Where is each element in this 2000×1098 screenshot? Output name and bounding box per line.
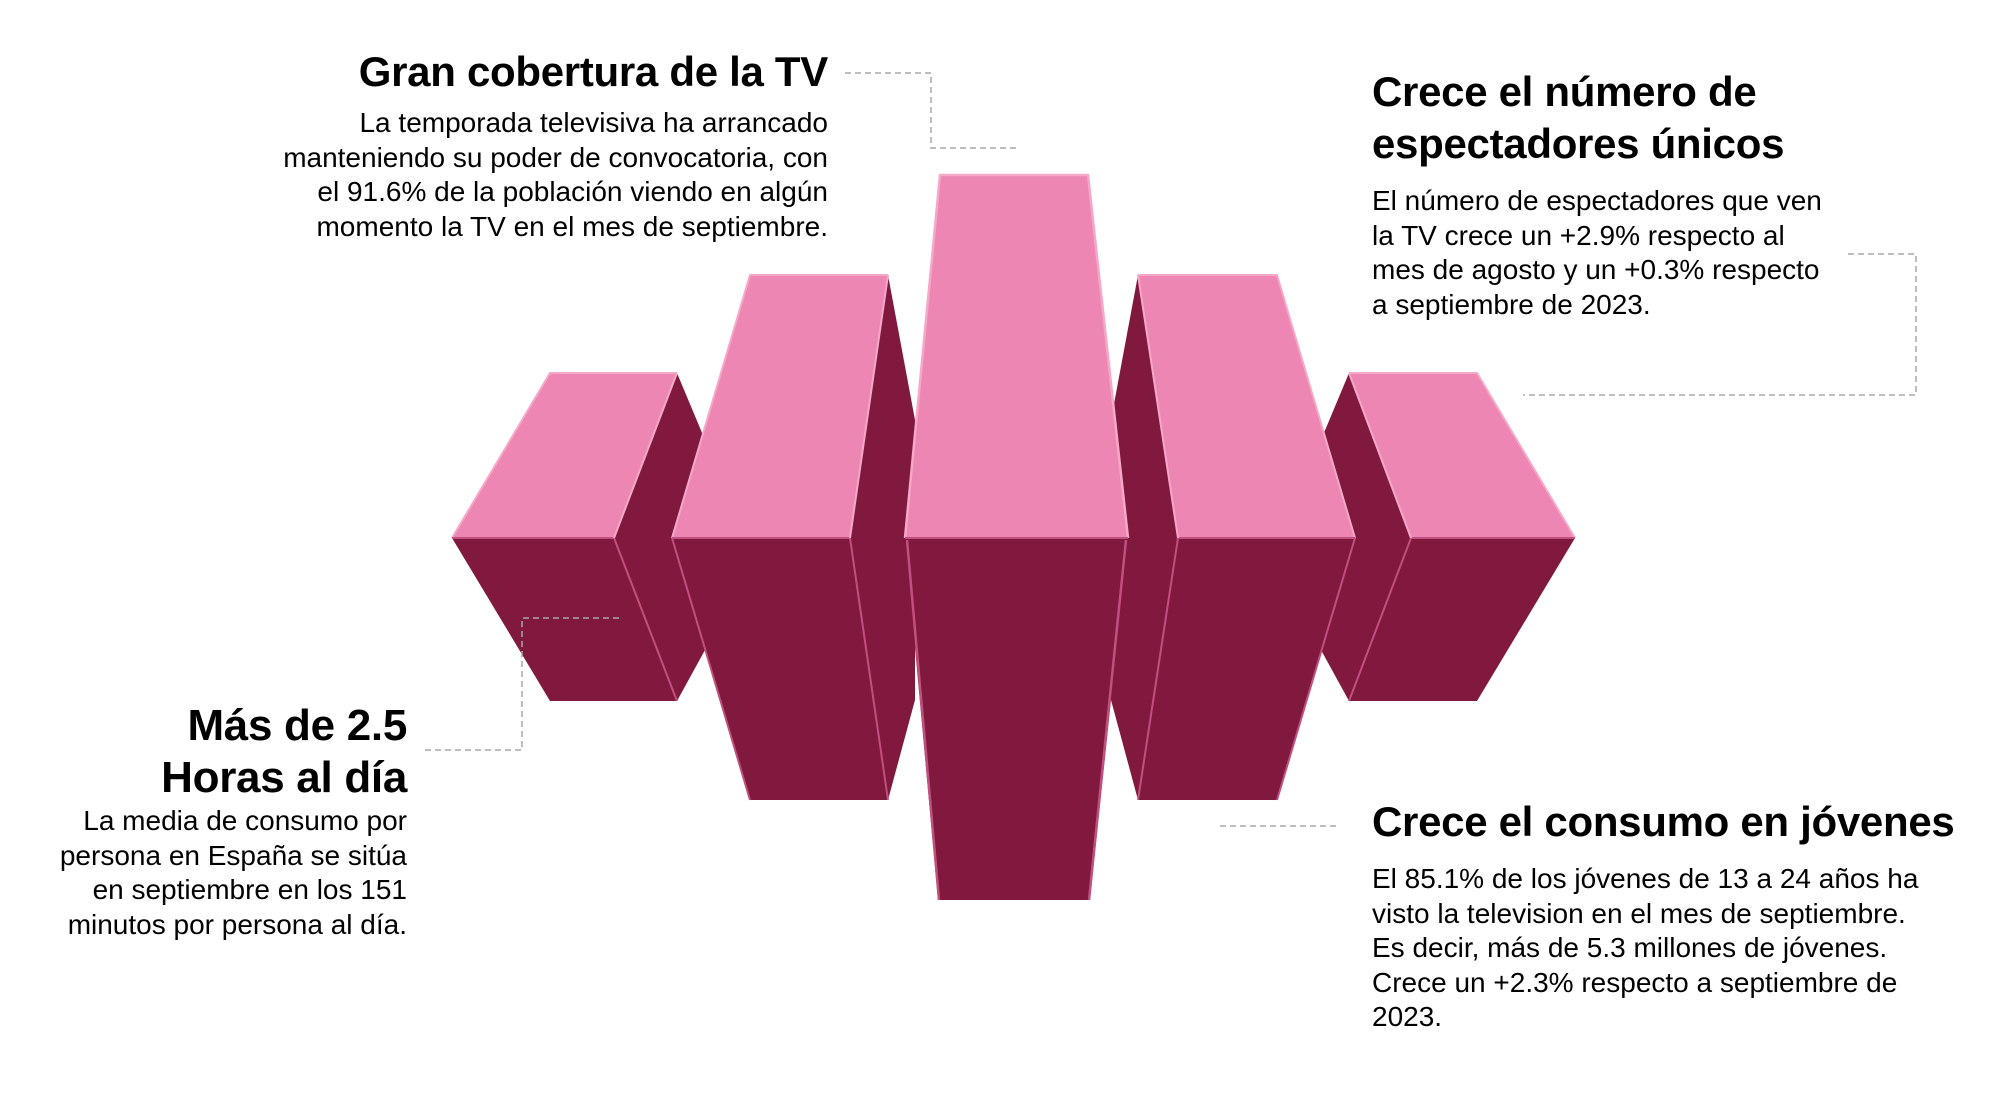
connector-coverage — [845, 72, 1020, 149]
coverage-line-3: el 91.6% de la población viendo en algún — [317, 176, 828, 207]
bar-5-side-face — [1321, 373, 1411, 701]
hours-title-line-2: Horas al día — [161, 753, 407, 802]
bar-4-front-face — [1138, 538, 1355, 800]
bar-2-top-face — [672, 275, 888, 538]
hours-line-3: en septiembre en los 151 — [92, 874, 407, 905]
hours-title: Más de 2.5 Horas al día — [0, 700, 407, 804]
hours-title-line-1: Más de 2.5 — [187, 701, 407, 750]
bar-3-front-face — [905, 538, 1128, 900]
young-line-5: 2023. — [1372, 1001, 1443, 1032]
bar-5 — [1321, 372, 1576, 702]
viewers-title-line-2: espectadores únicos — [1372, 120, 1785, 167]
bar-1-side-face — [614, 373, 705, 701]
coverage-line-4: momento la TV en el mes de septiembre. — [316, 210, 828, 242]
connector-hours — [425, 617, 622, 751]
bar-2-side-face — [850, 275, 915, 800]
bar-1-front-face — [452, 538, 677, 701]
bar-4-side-face — [1111, 275, 1178, 800]
viewers-line-3: mes de agosto y un +0.3% respecto — [1372, 254, 1820, 285]
hours-line-2: persona en España se sitúa — [59, 839, 407, 871]
viewers-callout: Crece el número de espectadores únicos E… — [1372, 66, 1932, 322]
coverage-line-2: manteniendo su poder de convocatoria, co… — [283, 141, 828, 173]
young-line-2: visto la television en el mes de septiem… — [1372, 897, 1906, 929]
hours-callout: Más de 2.5 Horas al día La media de cons… — [0, 700, 407, 942]
viewers-title-line-1: Crece el número de — [1372, 68, 1757, 115]
bar-5-top-face — [1349, 373, 1575, 538]
young-line-1: El 85.1% de los jóvenes de 13 a 24 años … — [1372, 863, 1919, 894]
bar-3 — [903, 173, 1130, 901]
young-line-3: Es decir, más de 5.3 millones de jóvenes… — [1372, 932, 1888, 963]
young-line-4: Crece un +2.3% respecto a septiembre de — [1372, 966, 1898, 998]
bar-1-top-face — [452, 373, 677, 538]
viewers-line-2: la TV crece un +2.9% respecto al — [1372, 219, 1785, 251]
bar-4 — [1111, 274, 1356, 801]
coverage-callout: Gran cobertura de la TV La temporada tel… — [208, 46, 828, 244]
bar-3-top-face — [905, 175, 1128, 538]
connector-viewers — [1523, 253, 1917, 396]
bar-4-top-face — [1138, 275, 1355, 538]
bar-2-front-face — [672, 538, 888, 800]
coverage-line-1: La temporada televisiva ha arrancado — [359, 107, 828, 138]
viewers-line-4: a septiembre de 2023. — [1372, 288, 1651, 320]
young-callout: Crece el consumo en jóvenes El 85.1% de … — [1372, 796, 1992, 1035]
coverage-title: Gran cobertura de la TV — [358, 48, 829, 95]
viewers-line-1: El número de espectadores que ven — [1372, 185, 1822, 216]
hours-line-4: minutos por persona al día. — [67, 908, 407, 940]
bar-5-front-face — [1349, 538, 1575, 701]
hours-line-1: La media de consumo por — [83, 805, 407, 836]
viewers-title: Crece el número de espectadores únicos — [1372, 66, 1932, 170]
young-title: Crece el consumo en jóvenes — [1372, 798, 1955, 845]
bar-1 — [451, 372, 705, 702]
bar-2 — [671, 274, 915, 801]
